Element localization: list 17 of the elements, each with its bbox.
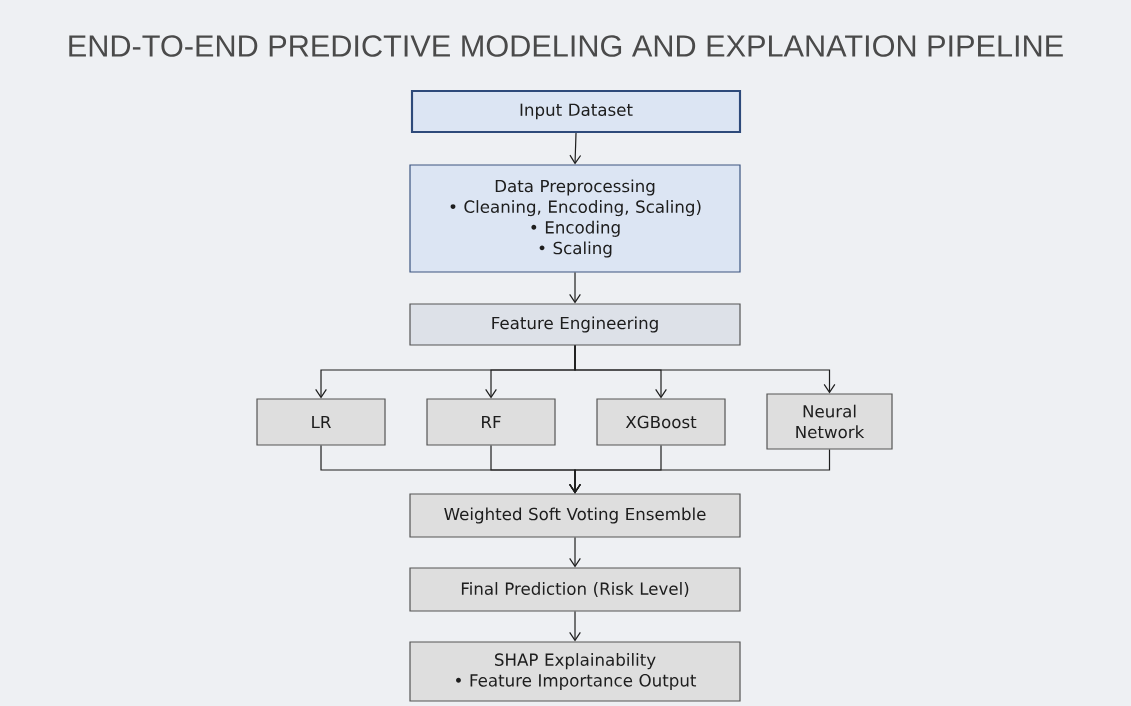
arrow [569, 272, 581, 304]
process-box: Final Prediction (Risk Level) [409, 567, 741, 612]
arrow [569, 449, 831, 494]
arrow [569, 537, 581, 568]
title: END-TO-END PREDICTIVE MODELING AND EXPLANATION PIPELINE [69, 35, 1063, 57]
model-box: LR [256, 398, 386, 446]
arrow [569, 132, 582, 165]
process-box: Data Preprocessing • Cleaning, Encoding, Scaling) • Encoding • Scaling [409, 164, 741, 273]
arrow [574, 345, 836, 394]
arrow [569, 611, 581, 642]
input-box: Input Dataset [410, 89, 742, 134]
process-box: Feature Engineering [409, 303, 741, 346]
process-box: SHAP Explainability • Feature Importance Output [409, 641, 741, 702]
model-box: Neural Network [766, 393, 893, 450]
model-box: XGBoost [596, 398, 726, 446]
process-box: Weighted Soft Voting Ensemble [409, 493, 741, 538]
model-box: RF [426, 398, 556, 446]
